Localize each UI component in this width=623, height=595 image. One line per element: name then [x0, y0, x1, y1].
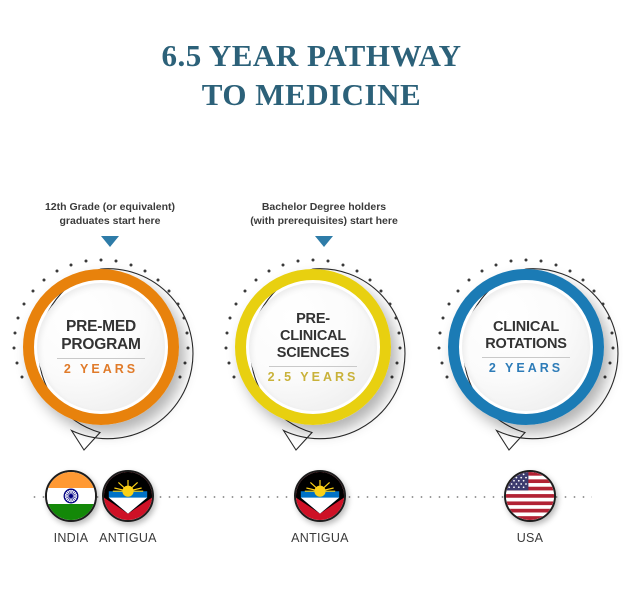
stage-badge-clinical[interactable]: CLINICAL ROTATIONS 2 YEARS: [437, 258, 619, 451]
annotation-premed-line-2: graduates start here: [59, 215, 161, 227]
stage-duration-premed: 2 YEARS: [63, 362, 139, 376]
country-label-antigua-2: ANTIGUA: [291, 531, 349, 545]
annotation-preclinical-line-1: Bachelor Degree holders: [261, 201, 387, 213]
page-title: 6.5 YEAR PATHWAY TO MEDICINE: [0, 36, 623, 114]
stage-name-clinical-line-2: ROTATIONS: [485, 336, 567, 352]
divider: [482, 357, 570, 358]
stage-name-preclinical-line-1: PRE-: [296, 310, 330, 327]
antigua-flag-icon: [294, 470, 346, 522]
title-line-2: TO MEDICINE: [201, 77, 422, 112]
stage-ring-premed: [23, 269, 179, 425]
country-label-antigua-1: ANTIGUA: [99, 531, 157, 545]
annotation-premed: 12th Grade (or equivalent) graduates sta…: [14, 200, 206, 247]
arrow-down-icon: [101, 236, 119, 247]
stage-name-clinical-line-1: CLINICAL: [492, 319, 560, 335]
stage-inner-disc-preclinical: PRE- CLINICAL SCIENCES 2.5 YEARS: [249, 283, 377, 411]
title-line-1: 6.5 YEAR PATHWAY: [161, 38, 462, 73]
stage-inner-disc-premed: PRE-MED PROGRAM 2 YEARS: [37, 283, 165, 411]
divider: [269, 365, 357, 367]
stage-duration-preclinical: 2.5 YEARS: [267, 369, 359, 384]
stage-inner-disc-clinical: CLINICAL ROTATIONS 2 YEARS: [462, 283, 590, 411]
annotation-preclinical-line-2: (with prerequisites) start here: [250, 215, 398, 227]
stage-ring-preclinical: [235, 269, 391, 425]
country-badge-antigua-2[interactable]: ANTIGUA: [277, 470, 363, 545]
stage-ring-clinical: [448, 269, 604, 425]
stage-name-premed-line-2: PROGRAM: [61, 336, 141, 353]
arrow-down-icon: [315, 236, 333, 247]
country-label-india: INDIA: [53, 531, 89, 545]
country-badge-antigua-1[interactable]: ANTIGUA: [85, 470, 171, 545]
stage-badge-premed[interactable]: PRE-MED PROGRAM 2 YEARS: [12, 258, 194, 451]
annotation-preclinical: Bachelor Degree holders (with prerequisi…: [228, 200, 420, 247]
stage-name-preclinical-line-2: CLINICAL: [279, 327, 347, 344]
country-badge-usa[interactable]: USA: [487, 470, 573, 545]
divider: [57, 358, 145, 359]
stage-name-premed-line-1: PRE-MED: [65, 318, 137, 335]
country-badge-india[interactable]: INDIA: [28, 470, 114, 545]
country-label-usa: USA: [516, 531, 544, 545]
stage-name-preclinical-line-3: SCIENCES: [276, 344, 350, 361]
india-flag-icon: [45, 470, 97, 522]
annotation-premed-line-1: 12th Grade (or equivalent): [44, 201, 176, 213]
antigua-flag-icon: [102, 470, 154, 522]
usa-flag-icon: [504, 470, 556, 522]
stage-duration-clinical: 2 YEARS: [488, 361, 564, 375]
stage-badge-preclinical[interactable]: PRE- CLINICAL SCIENCES 2.5 YEARS: [224, 258, 406, 451]
